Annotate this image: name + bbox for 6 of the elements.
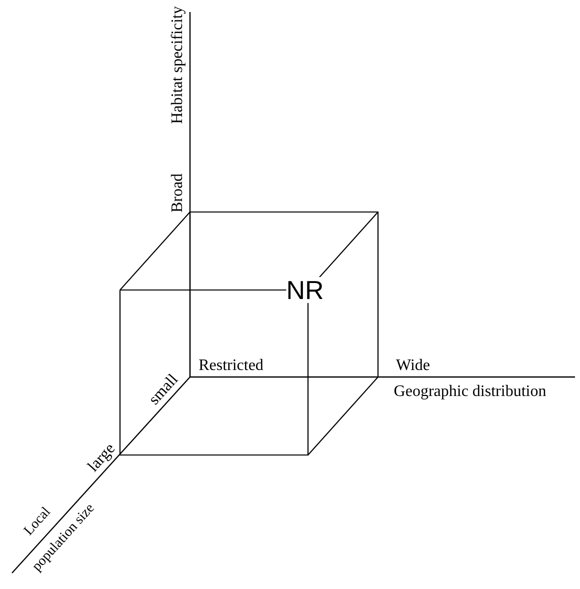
axis-title: Habitat specificity (170, 6, 186, 124)
axis-end-label: Broad (170, 173, 186, 213)
axis-end-label: Wide (396, 358, 430, 374)
axis-end-label: Restricted (198, 358, 264, 374)
region-label: NR (286, 277, 324, 303)
axis-title: Geographic distribution (394, 384, 546, 400)
